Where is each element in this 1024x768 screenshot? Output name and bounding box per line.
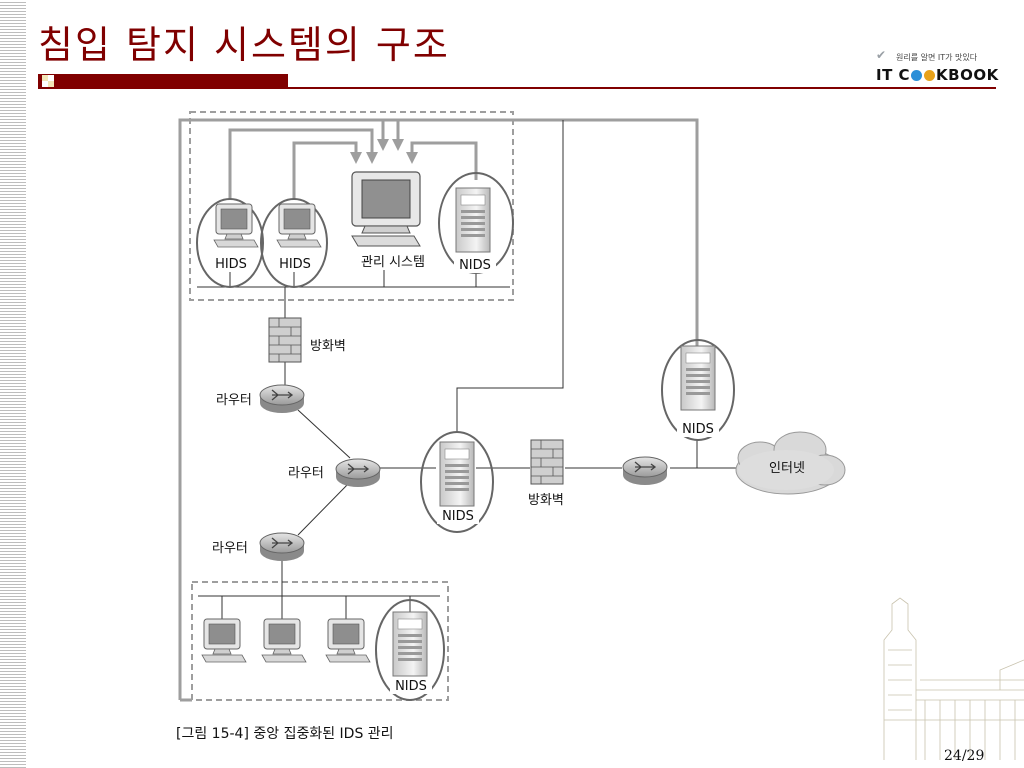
router-1-label: 라우터 <box>216 393 252 408</box>
nids-right-ring <box>661 339 735 441</box>
title-underline <box>38 87 996 89</box>
figure-caption: [그림 15-4] 중앙 집중화된 IDS 관리 <box>176 726 394 742</box>
management-system-computer-icon <box>351 171 421 247</box>
building-sketch-decoration <box>883 597 1024 760</box>
router-2-icon <box>335 458 381 488</box>
logo-tagline: 원리를 알면 IT가 맛있다 <box>896 53 978 62</box>
bottom-pc-3-icon <box>325 618 371 663</box>
firewall-center-label: 방화벽 <box>528 493 564 508</box>
internet-cloud-icon <box>735 431 846 495</box>
nids-center-server-icon <box>439 441 475 507</box>
nids-bottom-server-icon <box>392 611 428 677</box>
management-system-label: 관리 시스템 <box>361 255 425 270</box>
nids-center-label: NIDS <box>442 509 474 524</box>
firewall-center-icon <box>530 439 564 485</box>
bottom-pc-1-icon <box>201 618 247 663</box>
router-2-label: 라우터 <box>288 466 324 481</box>
nids-right-label: NIDS <box>682 422 714 437</box>
hids-2-ring <box>260 198 328 288</box>
title-accent-bar <box>38 74 288 88</box>
nids-top-label: NIDS <box>459 258 491 273</box>
nids-center-ring <box>420 431 494 533</box>
firewall-top-icon <box>268 317 302 363</box>
router-3-label: 라우터 <box>212 541 248 556</box>
logo-brand: IT C KBOOK <box>876 66 999 84</box>
hids-1-label: HIDS <box>215 257 247 272</box>
hids-2-computer-icon <box>276 203 322 248</box>
hids-1-ring <box>196 198 264 288</box>
it-cookbook-logo: ✔ 원리를 알면 IT가 맛있다 IT C KBOOK <box>876 48 998 86</box>
top-segment-dashed-box <box>189 111 514 301</box>
checker-bullet-icon <box>42 75 54 87</box>
hids-1-computer-icon <box>213 203 259 248</box>
router-1-icon <box>259 384 305 414</box>
logo-brand-right: KBOOK <box>936 66 999 84</box>
hids-2-label: HIDS <box>279 257 311 272</box>
bottom-segment-dashed-box <box>191 581 449 701</box>
nids-right-server-icon <box>680 345 716 411</box>
nids-bottom-ring <box>375 599 445 701</box>
bottom-pc-2-icon <box>261 618 307 663</box>
logo-o-orange-icon <box>924 70 936 81</box>
internet-label: 인터넷 <box>769 461 805 476</box>
nids-top-server-icon <box>455 187 491 253</box>
left-stripe-decoration <box>0 0 26 768</box>
slide-title: 침입 탐지 시스템의 구조 <box>38 23 450 67</box>
logo-brand-left: IT C <box>876 66 911 84</box>
nids-bottom-label: NIDS <box>395 679 427 694</box>
firewall-top-label: 방화벽 <box>310 339 346 354</box>
checkmark-icon: ✔ <box>876 48 887 62</box>
router-4-icon <box>622 456 668 486</box>
page-number: 24/29 <box>944 748 985 764</box>
router-3-icon <box>259 532 305 562</box>
logo-o-blue-icon <box>911 70 923 81</box>
